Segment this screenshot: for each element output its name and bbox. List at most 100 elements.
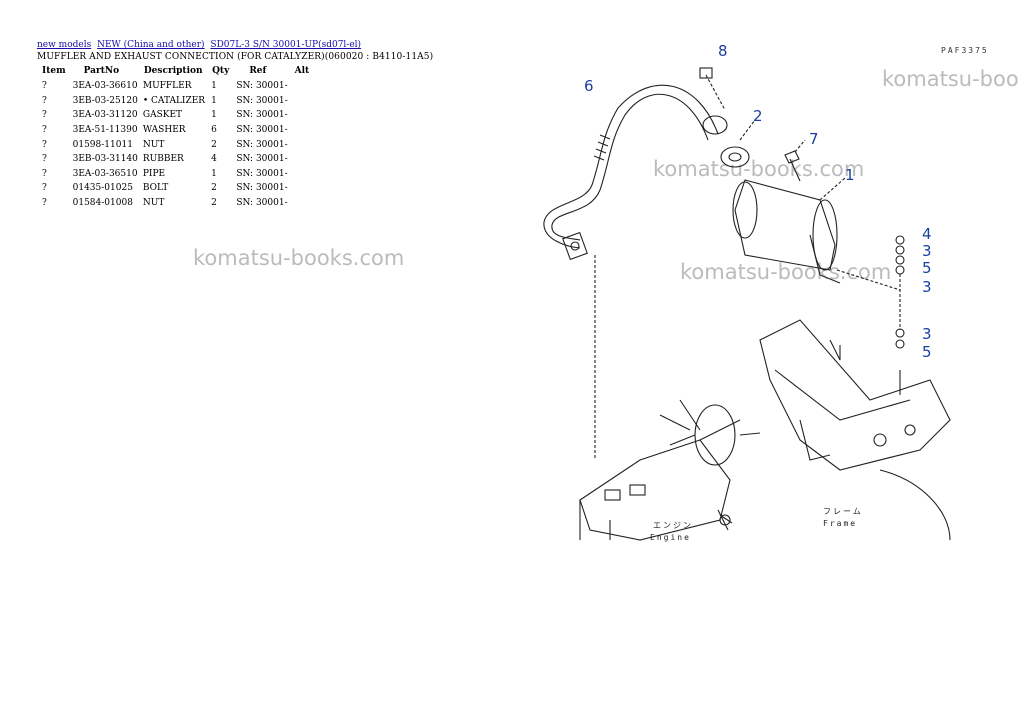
table-row: ? 3EB-03-25120 • CATALIZER 1 SN: 30001- [38, 94, 313, 109]
table-row: ? 3EA-03-31120 GASKET 1 SN: 30001- [38, 108, 313, 123]
callout-5: 5 [922, 259, 932, 277]
cell-qty: 1 [211, 110, 217, 121]
cell-alt [291, 123, 314, 138]
callout-6: 6 [584, 77, 594, 95]
header-item: Item [42, 66, 66, 76]
frame-label: Frame [823, 519, 857, 528]
cell-partno: 01435-01025 [72, 183, 133, 194]
table-row: ? 01598-11011 NUT 2 SN: 30001- [38, 137, 313, 152]
engine-label-jp: エンジン [653, 521, 693, 530]
cell-alt [291, 152, 314, 167]
cell-partno: 3EB-03-25120 [72, 95, 138, 106]
frame-label-jp: フレーム [823, 507, 863, 516]
callout-4: 4 [922, 225, 932, 243]
breadcrumb-link-model[interactable]: SD07L-3 S/N 30001-UP(sd07l-el) [210, 40, 362, 50]
cell-partno: 3EA-03-31120 [72, 110, 138, 121]
callout-2: 2 [753, 107, 763, 125]
callout-3: 3 [922, 325, 932, 343]
breadcrumb: new models NEW (China and other) SD07L-3… [37, 40, 364, 51]
header-qty: Qty [212, 66, 230, 76]
header-alt: Alt [294, 66, 310, 76]
watermark: komatsu-boo [882, 67, 1019, 91]
cell-partno: 3EB-03-31140 [72, 154, 138, 165]
cell-description: NUT [142, 198, 165, 209]
callout-5: 5 [922, 343, 932, 361]
bolt-shape [784, 150, 801, 182]
cell-item: ? [42, 198, 47, 209]
cell-item: ? [42, 125, 47, 136]
engine-shape [579, 439, 731, 541]
header-ref: Ref [249, 66, 267, 76]
cell-qty: 4 [211, 154, 217, 165]
table-row: ? 3EA-51-11390 WASHER 6 SN: 30001- [38, 123, 313, 138]
nut-shape [699, 67, 713, 79]
section-title: MUFFLER AND EXHAUST CONNECTION (FOR CATA… [37, 52, 434, 62]
header-partno: PartNo [83, 66, 120, 76]
frame-shape [759, 319, 951, 471]
cell-ref: SN: 30001- [236, 154, 288, 165]
cell-alt [291, 137, 314, 152]
cell-qty: 1 [211, 81, 217, 92]
callout-7: 7 [809, 130, 819, 148]
cell-item: ? [42, 183, 47, 194]
cell-alt [291, 79, 314, 94]
breadcrumb-link-new-models[interactable]: new models [37, 40, 92, 50]
cell-ref: SN: 30001- [236, 139, 288, 150]
cell-alt [291, 167, 314, 182]
cell-qty: 2 [211, 198, 217, 209]
cell-ref: SN: 30001- [236, 95, 288, 106]
table-row: ? 3EA-03-36610 MUFFLER 1 SN: 30001- [38, 79, 313, 94]
cell-item: ? [42, 139, 47, 150]
table-row: ? 01435-01025 BOLT 2 SN: 30001- [38, 181, 313, 196]
pipe-flange [562, 231, 588, 261]
cell-item: ? [42, 81, 47, 92]
cell-description: MUFFLER [142, 81, 192, 92]
cell-description: WASHER [142, 125, 186, 136]
cell-qty: 1 [211, 95, 217, 106]
cell-alt [291, 94, 314, 109]
cell-description: RUBBER [142, 154, 184, 165]
cell-qty: 2 [211, 183, 217, 194]
cell-description: NUT [142, 139, 165, 150]
watermark: komatsu-books.com [653, 157, 865, 181]
callout-1: 1 [845, 166, 855, 184]
exploded-parts-diagram: 8 6 2 7 1 4 3 5 3 3 5 エンジン Engine フレーム F… [543, 42, 951, 542]
table-row: ? 3EB-03-31140 RUBBER 4 SN: 30001- [38, 152, 313, 167]
cell-partno: 01598-11011 [72, 139, 133, 150]
engine-label: Engine [650, 533, 691, 542]
cell-ref: SN: 30001- [236, 168, 288, 179]
cell-description: GASKET [142, 110, 183, 121]
cell-qty: 1 [211, 168, 217, 179]
cell-description: • CATALIZER [142, 95, 206, 106]
cell-item: ? [42, 95, 47, 106]
cell-item: ? [42, 110, 47, 121]
breadcrumb-link-region[interactable]: NEW (China and other) [97, 40, 205, 50]
table-header-row: Item PartNo Description Qty Ref Alt [38, 66, 313, 79]
cell-partno: 3EA-03-36610 [72, 81, 138, 92]
table-row: ? 01584-01008 NUT 2 SN: 30001- [38, 196, 313, 211]
cell-alt [291, 108, 314, 123]
gasket-shape [720, 146, 750, 168]
cell-alt [291, 181, 314, 196]
callout-8: 8 [718, 42, 728, 60]
cell-ref: SN: 30001- [236, 125, 288, 136]
cell-item: ? [42, 168, 47, 179]
cell-ref: SN: 30001- [236, 198, 288, 209]
cell-ref: SN: 30001- [236, 110, 288, 121]
callout-3: 3 [922, 242, 932, 260]
cell-description: BOLT [142, 183, 169, 194]
cell-partno: 3EA-03-36510 [72, 168, 138, 179]
cell-alt [291, 196, 314, 211]
cell-qty: 2 [211, 139, 217, 150]
cell-partno: 3EA-51-11390 [72, 125, 138, 136]
cell-ref: SN: 30001- [236, 81, 288, 92]
cell-partno: 01584-01008 [72, 198, 133, 209]
cell-ref: SN: 30001- [236, 183, 288, 194]
drawing-code: PAF3375 [941, 46, 989, 55]
cell-qty: 6 [211, 125, 217, 136]
watermark: komatsu-books.com [193, 246, 405, 270]
callout-3: 3 [922, 278, 932, 296]
muffler-shape [734, 179, 836, 271]
cell-item: ? [42, 154, 47, 165]
